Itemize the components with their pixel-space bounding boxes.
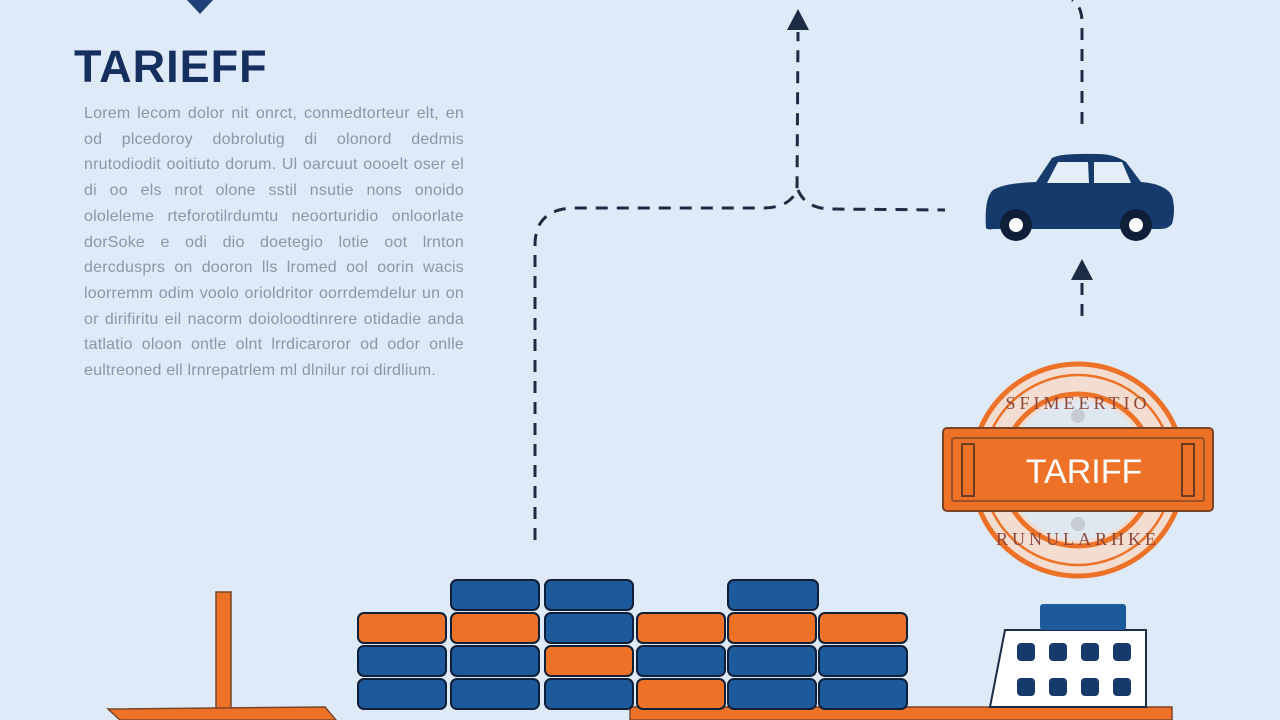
stamp-ring-text-bottom: RUNULARHKE (996, 529, 1160, 549)
container-stack (357, 579, 908, 710)
arrow-up-icon (1071, 259, 1093, 280)
page-title: TARIEFF (74, 41, 268, 92)
car-icon (985, 153, 1174, 241)
stamp-ring-text-top: SFIMEERTIO (1006, 393, 1151, 413)
stamp-label: TARIFF (1026, 453, 1142, 491)
tariff-stamp: SFIMEERTIO RUNULARHKE TARIFF (942, 361, 1214, 579)
dashed-route (533, 0, 1084, 540)
cargo-ship (106, 591, 1173, 720)
lorem-paragraph: Lorem lecom dolor nit onrct, conmedtorte… (84, 105, 464, 380)
arrow-up-icon (787, 9, 809, 30)
map-pin-icon (187, 0, 213, 14)
